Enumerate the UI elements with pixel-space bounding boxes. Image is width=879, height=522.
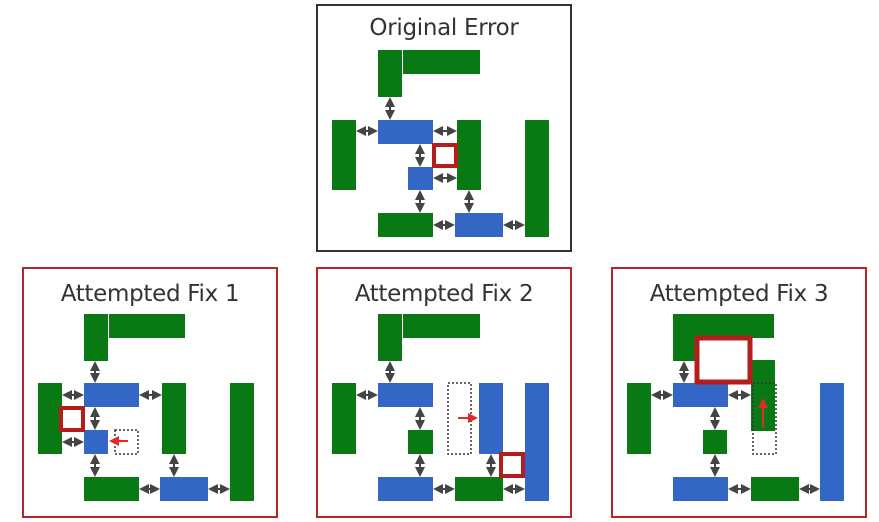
connectors-original [356,97,525,230]
error-overlap-box [432,143,458,168]
green-block [332,383,356,454]
green-block [38,383,62,454]
green-block [673,314,697,361]
green-block [525,120,549,237]
green-block [408,430,433,454]
blue-block [820,383,844,501]
green-block [403,314,480,338]
blue-block [673,383,728,407]
ghost-original-position [752,382,777,455]
green-block [457,120,481,190]
error-overlap-box [694,335,753,385]
green-block [627,383,651,454]
blue-block [408,167,433,190]
blue-block [673,477,728,501]
green-block [230,383,254,501]
green-block [697,314,774,338]
panel-title-fix-3: Attempted Fix 3 [649,281,829,307]
green-block [378,50,402,97]
blue-block [525,383,549,501]
ghost-original-position [447,382,472,455]
blue-block [378,120,433,144]
panel-title-fix-1: Attempted Fix 1 [60,281,240,307]
connectors-fix-1 [62,361,230,494]
blue-block [479,383,503,454]
error-overlap-box [499,452,525,478]
blue-block [84,383,139,407]
blue-block [378,383,433,407]
blue-block [160,477,208,501]
connectors-fix-3 [651,361,820,494]
panel-title-original: Original Error [369,15,519,41]
green-block [84,314,108,361]
connectors-fix-2 [356,361,525,494]
green-block [378,213,433,237]
green-block [84,477,139,501]
green-block [455,477,503,501]
green-block [332,120,356,190]
panel-title-fix-2: Attempted Fix 2 [354,281,534,307]
green-block [109,314,185,338]
green-block [378,314,402,361]
green-block [403,50,480,74]
error-overlap-box [59,406,85,432]
blue-block [84,430,108,454]
green-block [751,477,799,501]
green-block [162,383,186,454]
blue-block [455,213,503,237]
blue-block [378,477,433,501]
green-block [703,430,727,454]
